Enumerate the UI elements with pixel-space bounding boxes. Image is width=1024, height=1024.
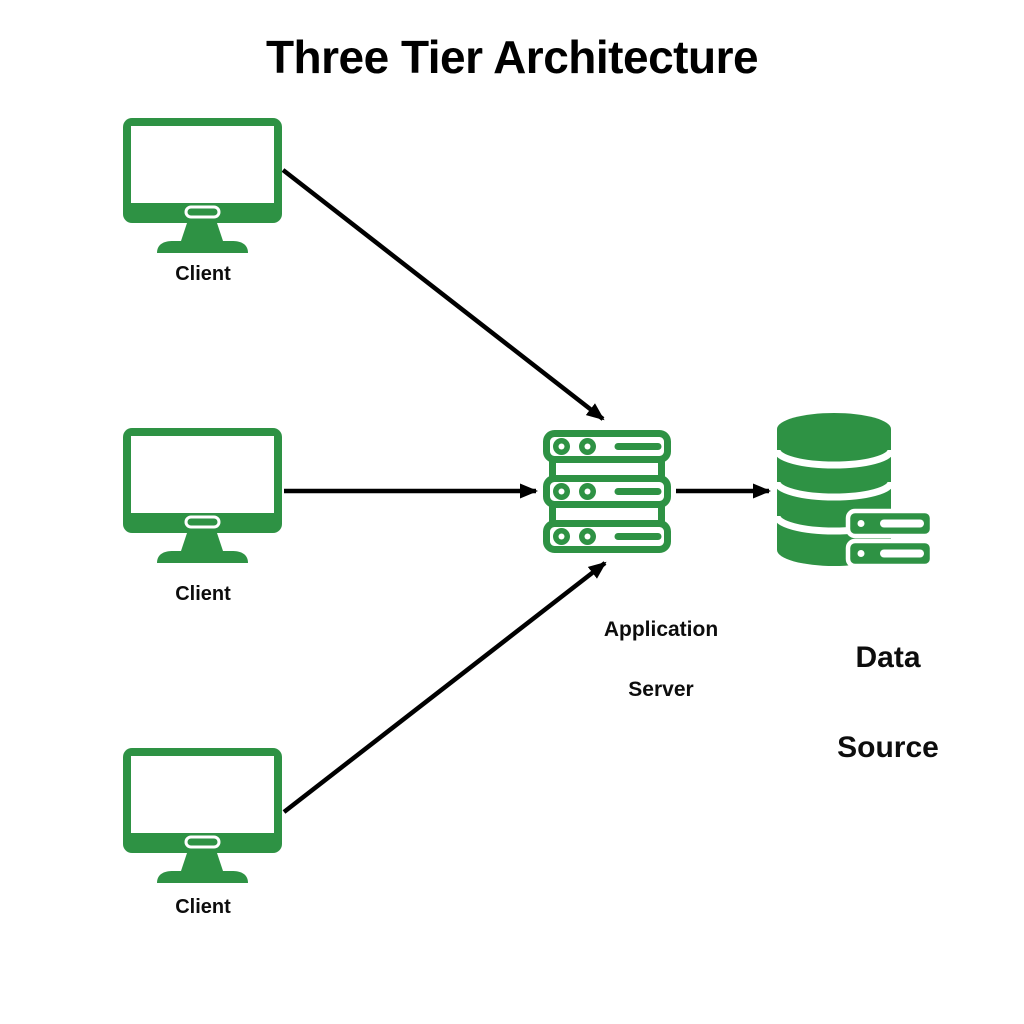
mini-rack-icon [845, 508, 935, 569]
monitor-icon [121, 116, 284, 255]
data-source-label-line2: Source [837, 731, 939, 764]
arrow-client1-to-appserver [281, 168, 605, 421]
data-source-node [773, 413, 935, 569]
client-node-1 [121, 116, 284, 255]
monitor-icon [121, 746, 284, 885]
client-node-2 [121, 426, 284, 565]
diagram-title: Three Tier Architecture [265, 31, 759, 83]
application-server-label: Application Server [561, 585, 761, 705]
application-server-label-line1: Application [603, 618, 719, 641]
monitor-icon [121, 426, 284, 565]
client-node-3 [121, 746, 284, 885]
server-stack-icon [547, 434, 668, 550]
arrow-client3-to-appserver [282, 561, 607, 814]
application-server-node [547, 434, 668, 550]
client-2-label: Client [175, 583, 231, 605]
client-1-label: Client [175, 263, 231, 285]
application-server-label-line2: Server [628, 678, 694, 701]
data-source-label: Data Source [786, 590, 990, 770]
connection-arrows [281, 168, 771, 814]
client-3-label: Client [175, 896, 231, 918]
data-source-label-line1: Data [855, 641, 921, 674]
database-icon [773, 413, 935, 569]
